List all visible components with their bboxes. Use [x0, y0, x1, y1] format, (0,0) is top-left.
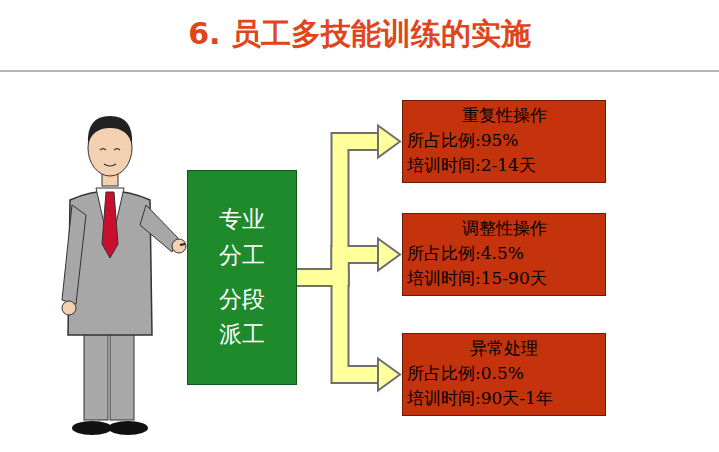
operation-box: 异常处理所占比例:0.5%培训时间:90天-1年 [402, 333, 606, 416]
box-detail: 所占比例:0.5% [407, 361, 601, 386]
connector [297, 278, 382, 375]
box-detail: 所占比例:4.5% [407, 241, 601, 266]
box-detail: 培训时间:2-14天 [407, 153, 601, 178]
task-text: 分段派工 [219, 282, 265, 353]
right-leg [110, 328, 134, 420]
hair [88, 116, 132, 145]
title-rule [0, 70, 719, 72]
presenter-figure [62, 116, 186, 435]
operation-box: 重复性操作所占比例:95%培训时间:2-14天 [402, 100, 606, 183]
connector-outline [297, 142, 382, 278]
arrowhead [378, 239, 400, 271]
box-heading: 调整性操作 [407, 216, 601, 241]
box-detail: 培训时间:90天-1年 [407, 386, 601, 411]
task-box: 专业分工分段派工 [187, 170, 297, 385]
left-leg [84, 328, 108, 420]
task-text: 专业分工 [219, 202, 265, 273]
left-arm [62, 205, 86, 304]
connector [297, 142, 382, 278]
page-title: 6. 员工多技能训练的实施 [0, 14, 719, 55]
right-hand [172, 239, 186, 253]
pointer-stick [180, 244, 185, 245]
box-detail: 所占比例:95% [407, 128, 601, 153]
tie [102, 192, 118, 258]
box-heading: 重复性操作 [407, 103, 601, 128]
box-heading: 异常处理 [407, 336, 601, 361]
left-hand [62, 301, 76, 315]
right-shoe [108, 421, 148, 435]
operation-box: 调整性操作所占比例:4.5%培训时间:15-90天 [402, 213, 606, 296]
arrowhead [378, 126, 400, 158]
connector-outline [297, 278, 382, 375]
face [100, 149, 120, 167]
left-shoe [72, 421, 112, 435]
arrowhead [378, 359, 400, 391]
box-detail: 培训时间:15-90天 [407, 266, 601, 291]
